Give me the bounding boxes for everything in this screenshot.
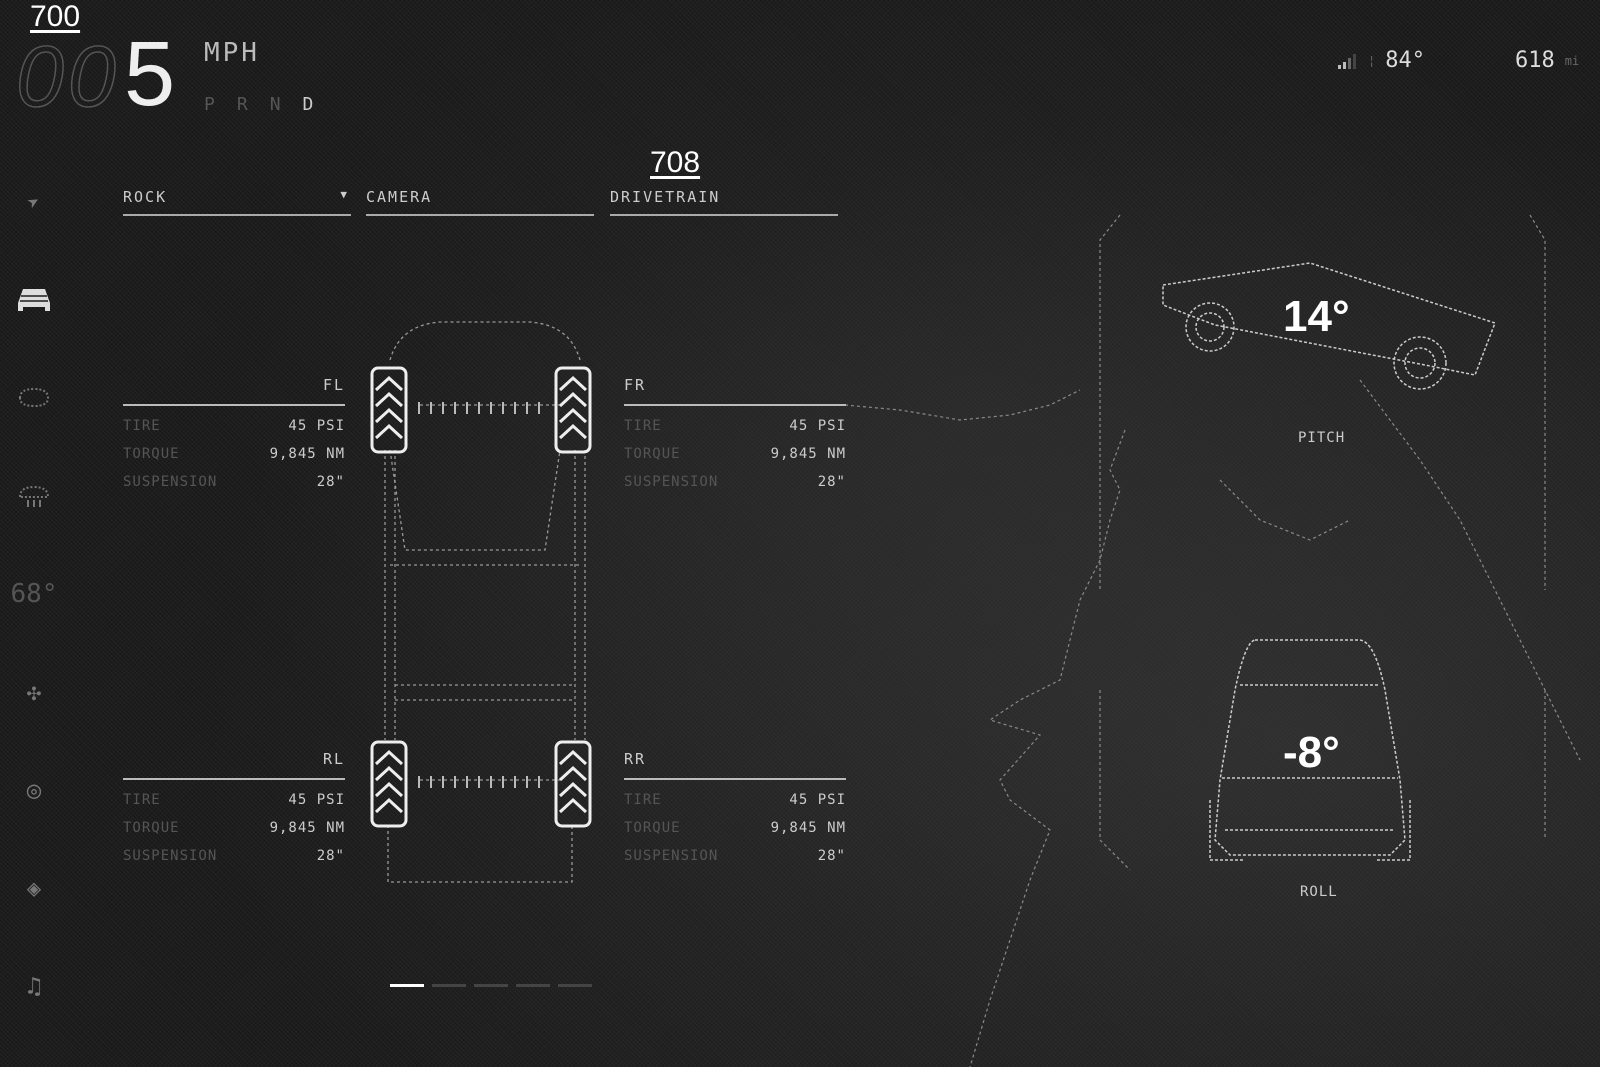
tab-label: CAMERA <box>366 188 433 206</box>
roll-label: ROLL <box>1300 884 1338 900</box>
range-unit: mi <box>1564 53 1580 68</box>
chassis-diagram <box>370 321 592 883</box>
annotation-marker-700: 700 <box>30 0 81 33</box>
page-dot-5[interactable] <box>558 984 592 987</box>
tab-rock[interactable]: ROCK ▼ <box>123 188 351 216</box>
suspension-value: 28" <box>316 848 345 864</box>
pitch-truck-icon <box>1162 262 1496 390</box>
gear-r[interactable]: R <box>236 94 248 115</box>
torque-value: 9,845 NM <box>269 820 345 836</box>
tab-label: DRIVETRAIN <box>610 188 721 206</box>
speed-leading-zeros: 00 <box>15 28 120 126</box>
page-dot-2[interactable] <box>432 984 466 987</box>
gear-p[interactable]: P <box>204 94 215 115</box>
gear-d[interactable]: D <box>302 94 314 115</box>
page-dot-1[interactable] <box>390 984 424 987</box>
front-defrost-icon[interactable] <box>16 380 52 416</box>
tire-pressure: 45 PSI <box>288 792 345 808</box>
roll-value: -8° <box>1283 728 1340 777</box>
tab-drivetrain[interactable]: DRIVETRAIN <box>610 188 838 216</box>
speed-unit: MPH <box>204 38 260 68</box>
page-dot-4[interactable] <box>516 984 550 987</box>
camera-icon[interactable]: ◎ <box>26 776 42 804</box>
speed-value: 5 <box>124 23 176 125</box>
rear-defrost-icon[interactable] <box>16 478 52 514</box>
suspension-value: 28" <box>817 848 846 864</box>
torque-value: 9,845 NM <box>269 446 345 462</box>
tab-camera[interactable]: CAMERA <box>366 188 594 216</box>
car-icon[interactable] <box>16 282 52 318</box>
tire-pressure: 45 PSI <box>789 418 846 434</box>
status-divider: ¦ <box>1368 53 1376 68</box>
signal-icon <box>1338 53 1356 69</box>
roll-truck-icon <box>1209 639 1411 861</box>
tab-label: ROCK <box>123 188 168 206</box>
suspension-value: 28" <box>316 474 345 490</box>
tire-pressure: 45 PSI <box>288 418 345 434</box>
pitch-label: PITCH <box>1298 430 1346 446</box>
tire-icons <box>370 366 592 828</box>
temperature-icon[interactable]: 68° <box>10 579 58 609</box>
status-bar: ¦ 84° 618 mi <box>1338 48 1579 73</box>
suspension-value: 28" <box>817 474 846 490</box>
wheel-code: RR <box>624 750 846 780</box>
wheel-code: FR <box>624 376 846 406</box>
outside-temperature: 84° <box>1385 48 1425 73</box>
torque-value: 9,845 NM <box>770 820 846 836</box>
torque-value: 9,845 NM <box>770 446 846 462</box>
page-dot-3[interactable] <box>474 984 508 987</box>
wheel-code: FL <box>123 376 345 406</box>
page-indicator[interactable] <box>390 984 592 987</box>
navigate-icon[interactable]: ➤ <box>22 188 46 216</box>
fan-icon[interactable]: ✣ <box>26 678 42 706</box>
music-icon[interactable]: ♫ <box>26 972 42 1000</box>
gear-n[interactable]: N <box>269 94 281 115</box>
wheel-code: RL <box>123 750 345 780</box>
annotation-marker-708: 708 <box>650 146 701 179</box>
chevron-down-icon: ▼ <box>340 188 349 201</box>
pitch-value: 14° <box>1283 292 1350 341</box>
apps-icon[interactable]: ◈ <box>26 874 42 902</box>
tire-pressure: 45 PSI <box>789 792 846 808</box>
range-value: 618 <box>1514 48 1555 73</box>
